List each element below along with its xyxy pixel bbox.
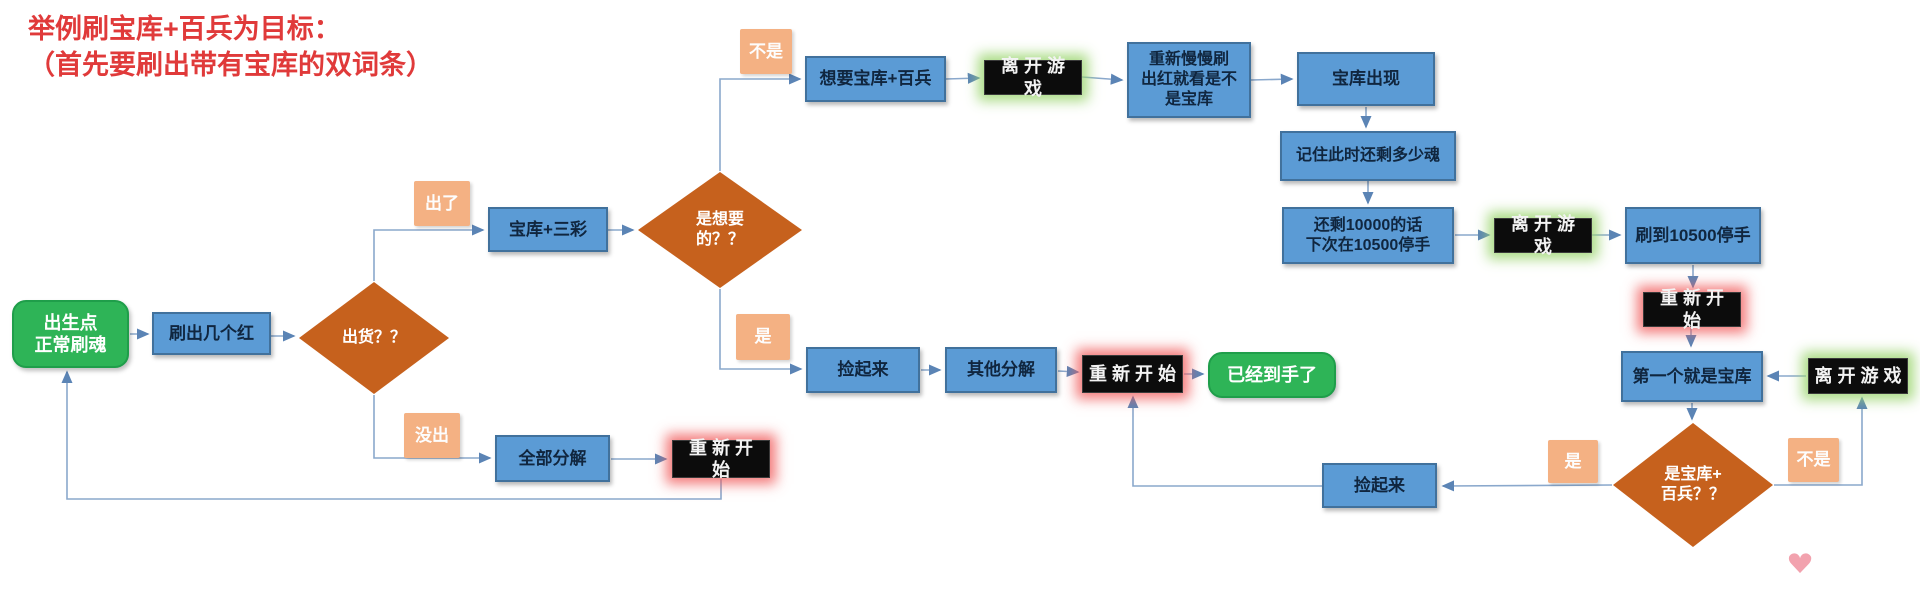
node-remember-souls: 记住此时还剩多少魂 bbox=[1280, 131, 1456, 181]
edge-label-no-right: 不是 bbox=[1788, 438, 1839, 482]
node-restart-mid: 重新开始 bbox=[1082, 355, 1183, 393]
title-line-2: （首先要刷出带有宝库的双词条） bbox=[28, 49, 433, 80]
node-obtained: 已经到手了 bbox=[1208, 352, 1336, 398]
node-start: 出生点 正常刷魂 bbox=[12, 300, 129, 368]
node-treasury-appears: 宝库出现 bbox=[1297, 52, 1435, 106]
node-pick-up-bottom: 捡起来 bbox=[1322, 463, 1437, 508]
node-leave-game-1: 离开游戏 bbox=[984, 56, 1082, 99]
node-want-treasury-baibing: 想要宝库+百兵 bbox=[805, 56, 946, 102]
node-dismantle-others: 其他分解 bbox=[945, 347, 1057, 393]
edge-label-yes-right: 是 bbox=[1548, 440, 1598, 483]
page-title: 举例刷宝库+百兵为目标： （首先要刷出带有宝库的双词条） bbox=[28, 12, 433, 83]
node-slow-refarm-check: 重新慢慢刷 出红就看是不 是宝库 bbox=[1127, 42, 1251, 118]
node-restart-right: 重新开始 bbox=[1643, 288, 1741, 331]
title-line-1: 举例刷宝库+百兵为目标： bbox=[28, 14, 341, 44]
node-farm-reds: 刷出几个红 bbox=[152, 312, 271, 355]
node-treasury-tricolor: 宝库+三彩 bbox=[488, 207, 608, 252]
node-leave-game-3: 离开游戏 bbox=[1808, 358, 1908, 394]
edge-label-yes-mid: 是 bbox=[736, 314, 790, 360]
edge-label-no-top: 不是 bbox=[740, 29, 792, 74]
heart-icon: ♥ bbox=[1786, 549, 1815, 580]
node-pick-up-mid: 捡起来 bbox=[806, 347, 920, 393]
node-first-is-treasury: 第一个就是宝库 bbox=[1621, 351, 1763, 402]
node-restart-bottom: 重新开始 bbox=[672, 438, 770, 480]
node-leave-game-2: 离开游戏 bbox=[1494, 214, 1592, 257]
edge-label-no-drop: 没出 bbox=[404, 413, 460, 458]
node-10000-left-rule: 还剩10000的话 下次在10500停手 bbox=[1282, 207, 1454, 264]
node-stop-at-10500: 刷到10500停手 bbox=[1625, 207, 1761, 264]
edge-label-got-it: 出了 bbox=[414, 181, 470, 226]
node-dismantle-all: 全部分解 bbox=[495, 435, 610, 482]
